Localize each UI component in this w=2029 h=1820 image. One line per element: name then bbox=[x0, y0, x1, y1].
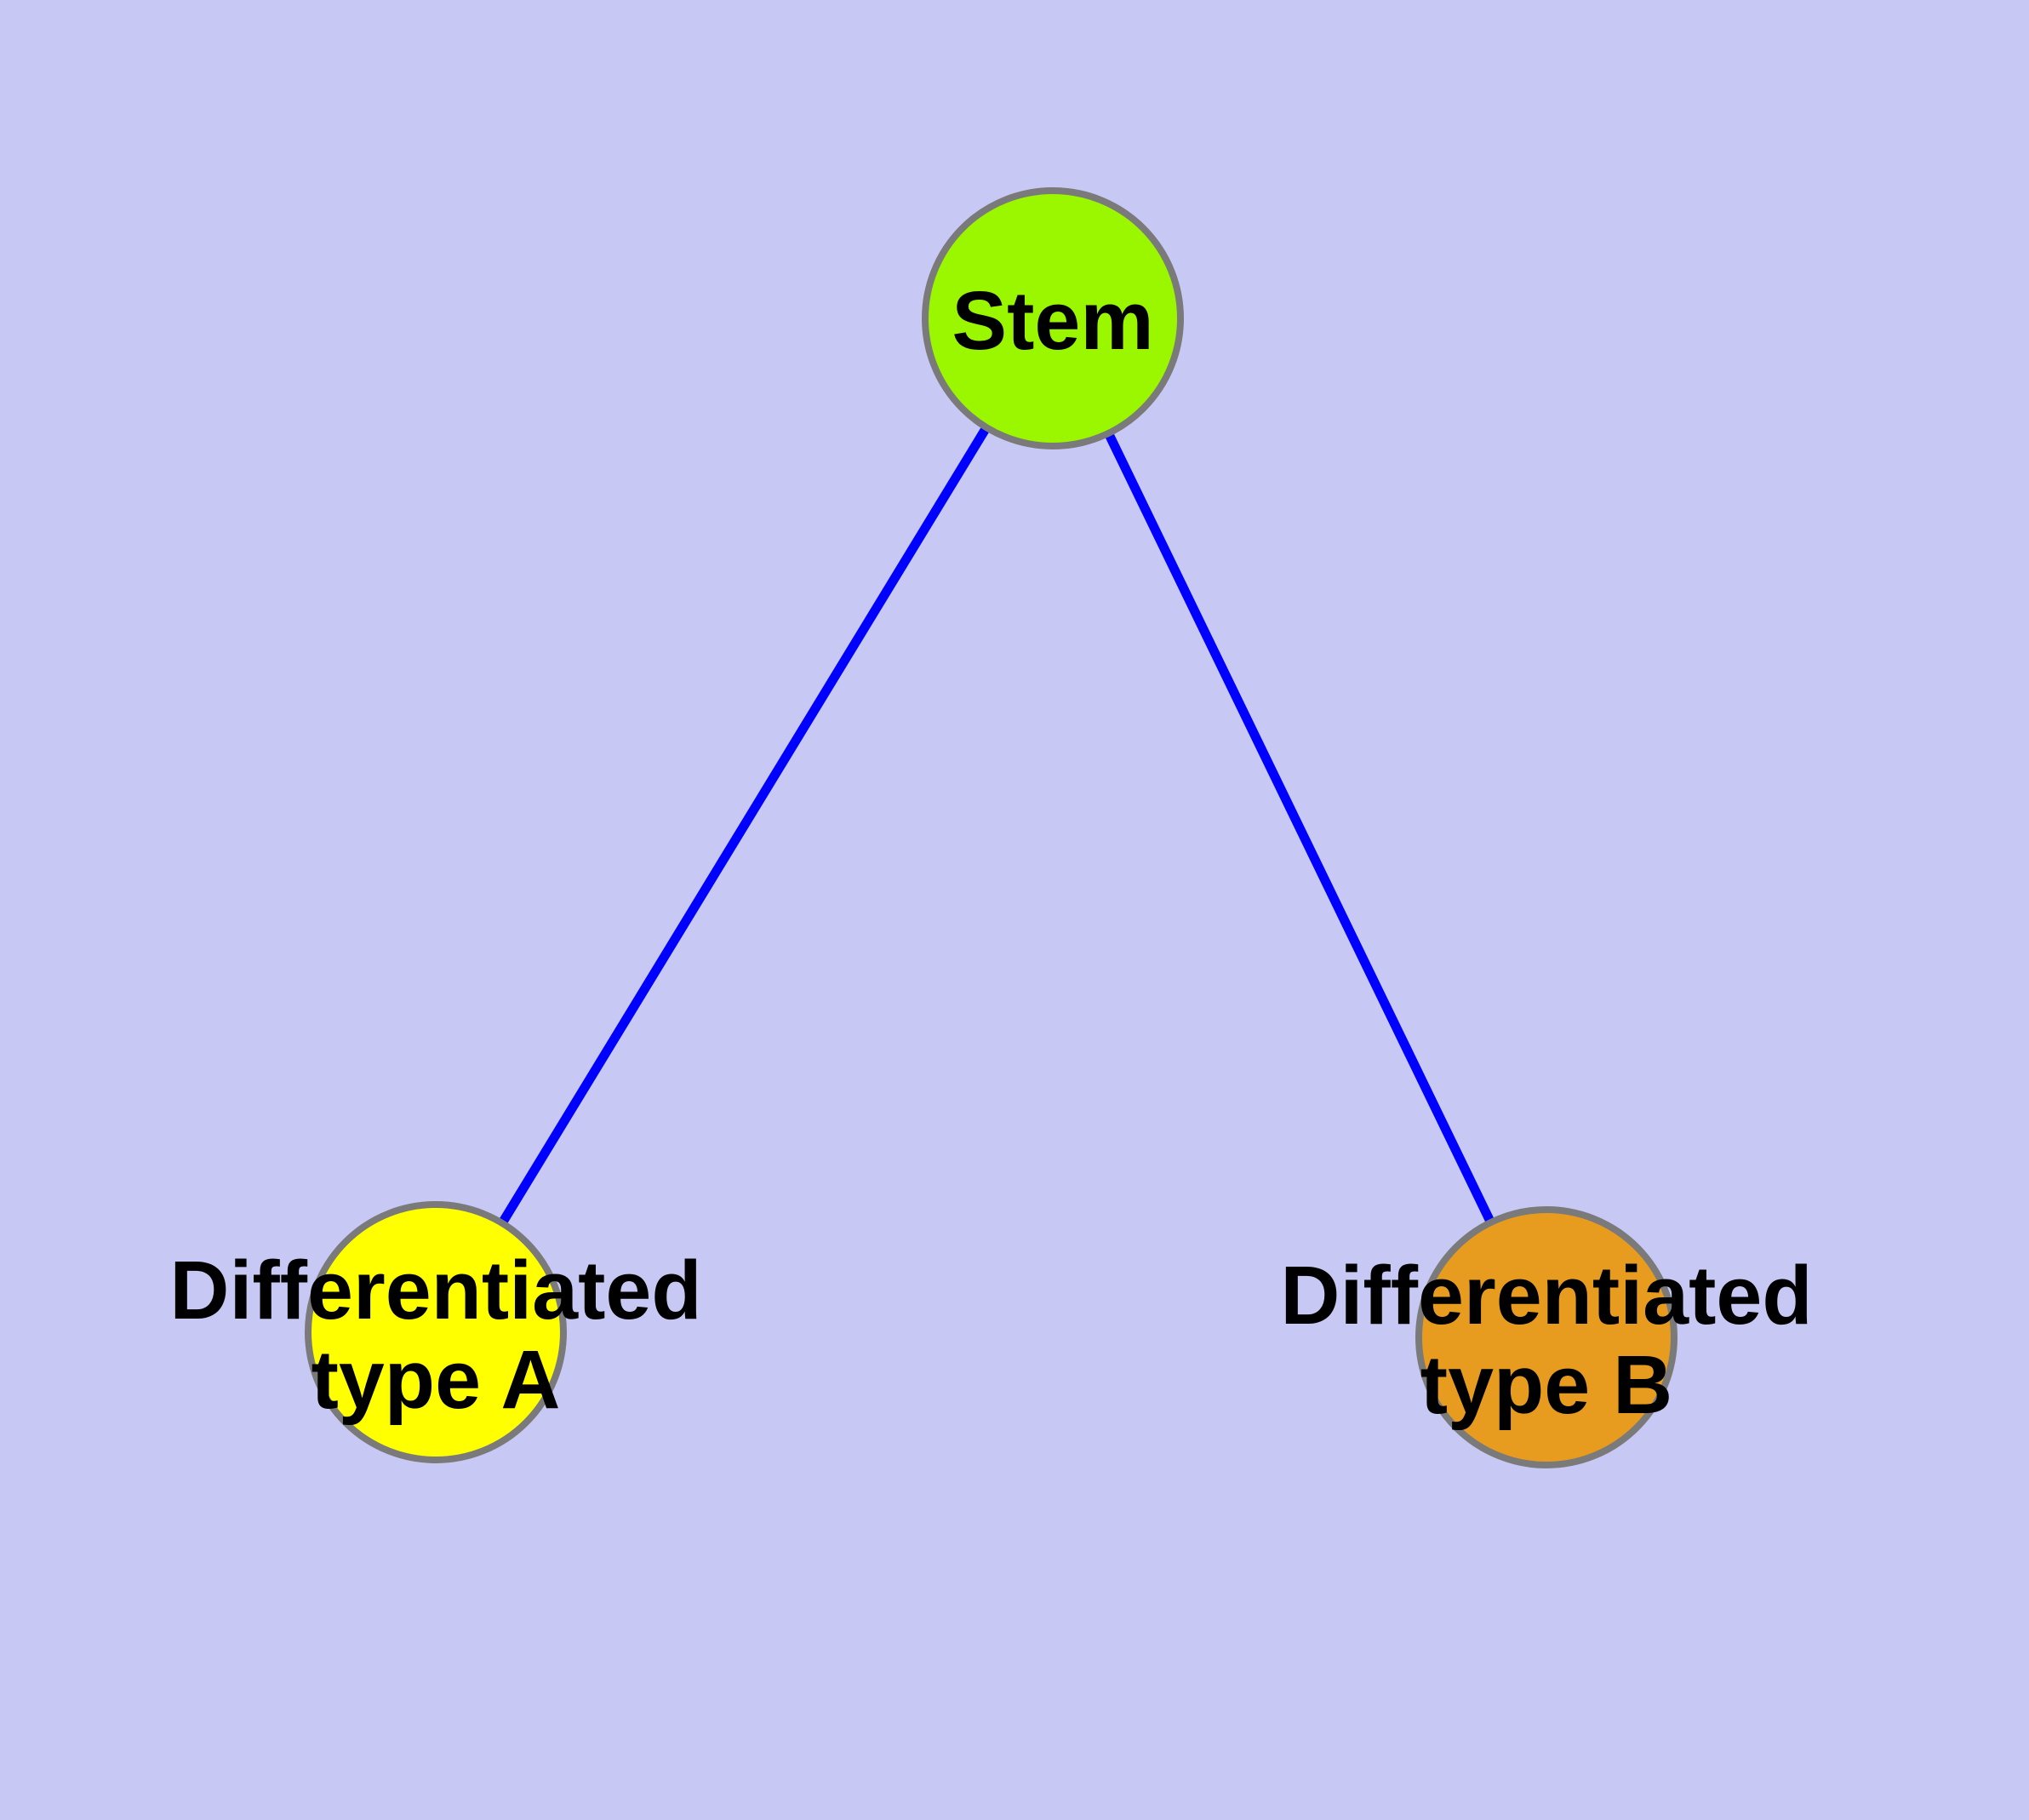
node-stem-label: Stem bbox=[952, 274, 1153, 367]
node-type-b-label-line2: type B bbox=[1420, 1338, 1672, 1431]
edge-stem-to-typeA bbox=[432, 316, 1057, 1335]
node-type-a-label-line2: type A bbox=[311, 1333, 561, 1426]
edge-stem-to-typeB bbox=[1049, 316, 1551, 1340]
node-differentiated-type-a bbox=[305, 1201, 567, 1463]
node-differentiated-type-b bbox=[1415, 1206, 1677, 1468]
node-type-b-label-line1: Differentiated bbox=[1280, 1249, 1812, 1342]
node-stem bbox=[922, 187, 1184, 449]
node-type-a-label-line1: Differentiated bbox=[169, 1244, 701, 1336]
